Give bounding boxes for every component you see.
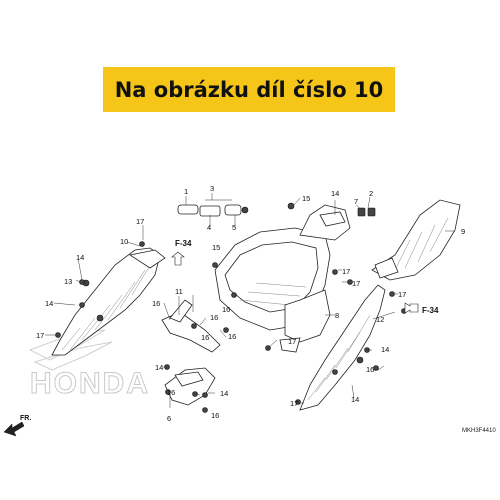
rear-inner-panel [279, 289, 331, 353]
label-2: 2 [369, 189, 373, 198]
label-7: 7 [354, 197, 358, 206]
ref-f34-right: F-34 [404, 302, 439, 315]
small-parts-group [177, 202, 376, 217]
label-13: 13 [64, 277, 72, 286]
honda-watermark: HONDA [28, 329, 150, 401]
ref-f34-left: F-34 [171, 239, 192, 266]
label-9: 9 [461, 227, 465, 236]
diagram-code: MKH3F4410 [462, 428, 496, 434]
right-side-cover [299, 284, 386, 411]
label-16-c: 16 [210, 313, 218, 322]
label-16-g: 16 [167, 388, 175, 397]
label-1: 1 [184, 187, 188, 196]
left-side-cover [51, 241, 166, 356]
label-16-b: 16 [222, 305, 230, 314]
label-17-c: 17 [342, 267, 350, 276]
label-11: 11 [175, 287, 183, 296]
label-14-c: 14 [331, 189, 339, 198]
label-6: 6 [167, 414, 171, 423]
label-17-f: 17 [288, 337, 296, 346]
label-16-f: 16 [366, 365, 374, 374]
label-14-d: 14 [381, 345, 389, 354]
label-14-a: 14 [76, 253, 84, 262]
label-5: 5 [232, 223, 236, 232]
label-10: 10 [120, 237, 128, 246]
label-16-a: 16 [152, 299, 160, 308]
label-14-g: 14 [220, 389, 228, 398]
ref-f34-right-text: F-34 [422, 306, 439, 315]
label-17-a: 17 [136, 217, 144, 226]
leader-lines [45, 193, 455, 408]
part-number-banner: Na obrázku díl číslo 10 [103, 67, 395, 112]
label-17-e: 17 [398, 290, 406, 299]
label-14-b: 14 [45, 299, 53, 308]
label-16-e: 16 [228, 332, 236, 341]
label-14-f: 14 [155, 363, 163, 372]
label-8: 8 [335, 311, 339, 320]
label-17-b: 17 [36, 331, 44, 340]
label-12: 12 [376, 315, 384, 324]
label-17-d: 17 [352, 279, 360, 288]
banner-text: Na obrázku díl číslo 10 [114, 77, 384, 102]
label-16-d: 16 [201, 333, 209, 342]
label-4: 4 [207, 223, 211, 232]
ref-f34-left-text: F-34 [175, 239, 192, 248]
front-direction-arrow: FR. [3, 415, 31, 437]
center-bracket [161, 299, 221, 353]
label-15-a: 15 [302, 194, 310, 203]
label-16-h: 16 [211, 411, 219, 420]
label-3: 3 [210, 184, 214, 193]
label-17-g: 17 [290, 399, 298, 408]
label-15-b: 15 [212, 243, 220, 252]
part-number-labels: 1 2 3 4 5 6 7 8 9 10 11 12 13 14 14 14 1… [36, 184, 465, 423]
label-14-e: 14 [351, 395, 359, 404]
lower-bracket [164, 367, 216, 406]
rear-fender-cover [371, 199, 461, 281]
front-direction-text: FR. [20, 415, 31, 422]
watermark-text: HONDA [30, 367, 150, 400]
